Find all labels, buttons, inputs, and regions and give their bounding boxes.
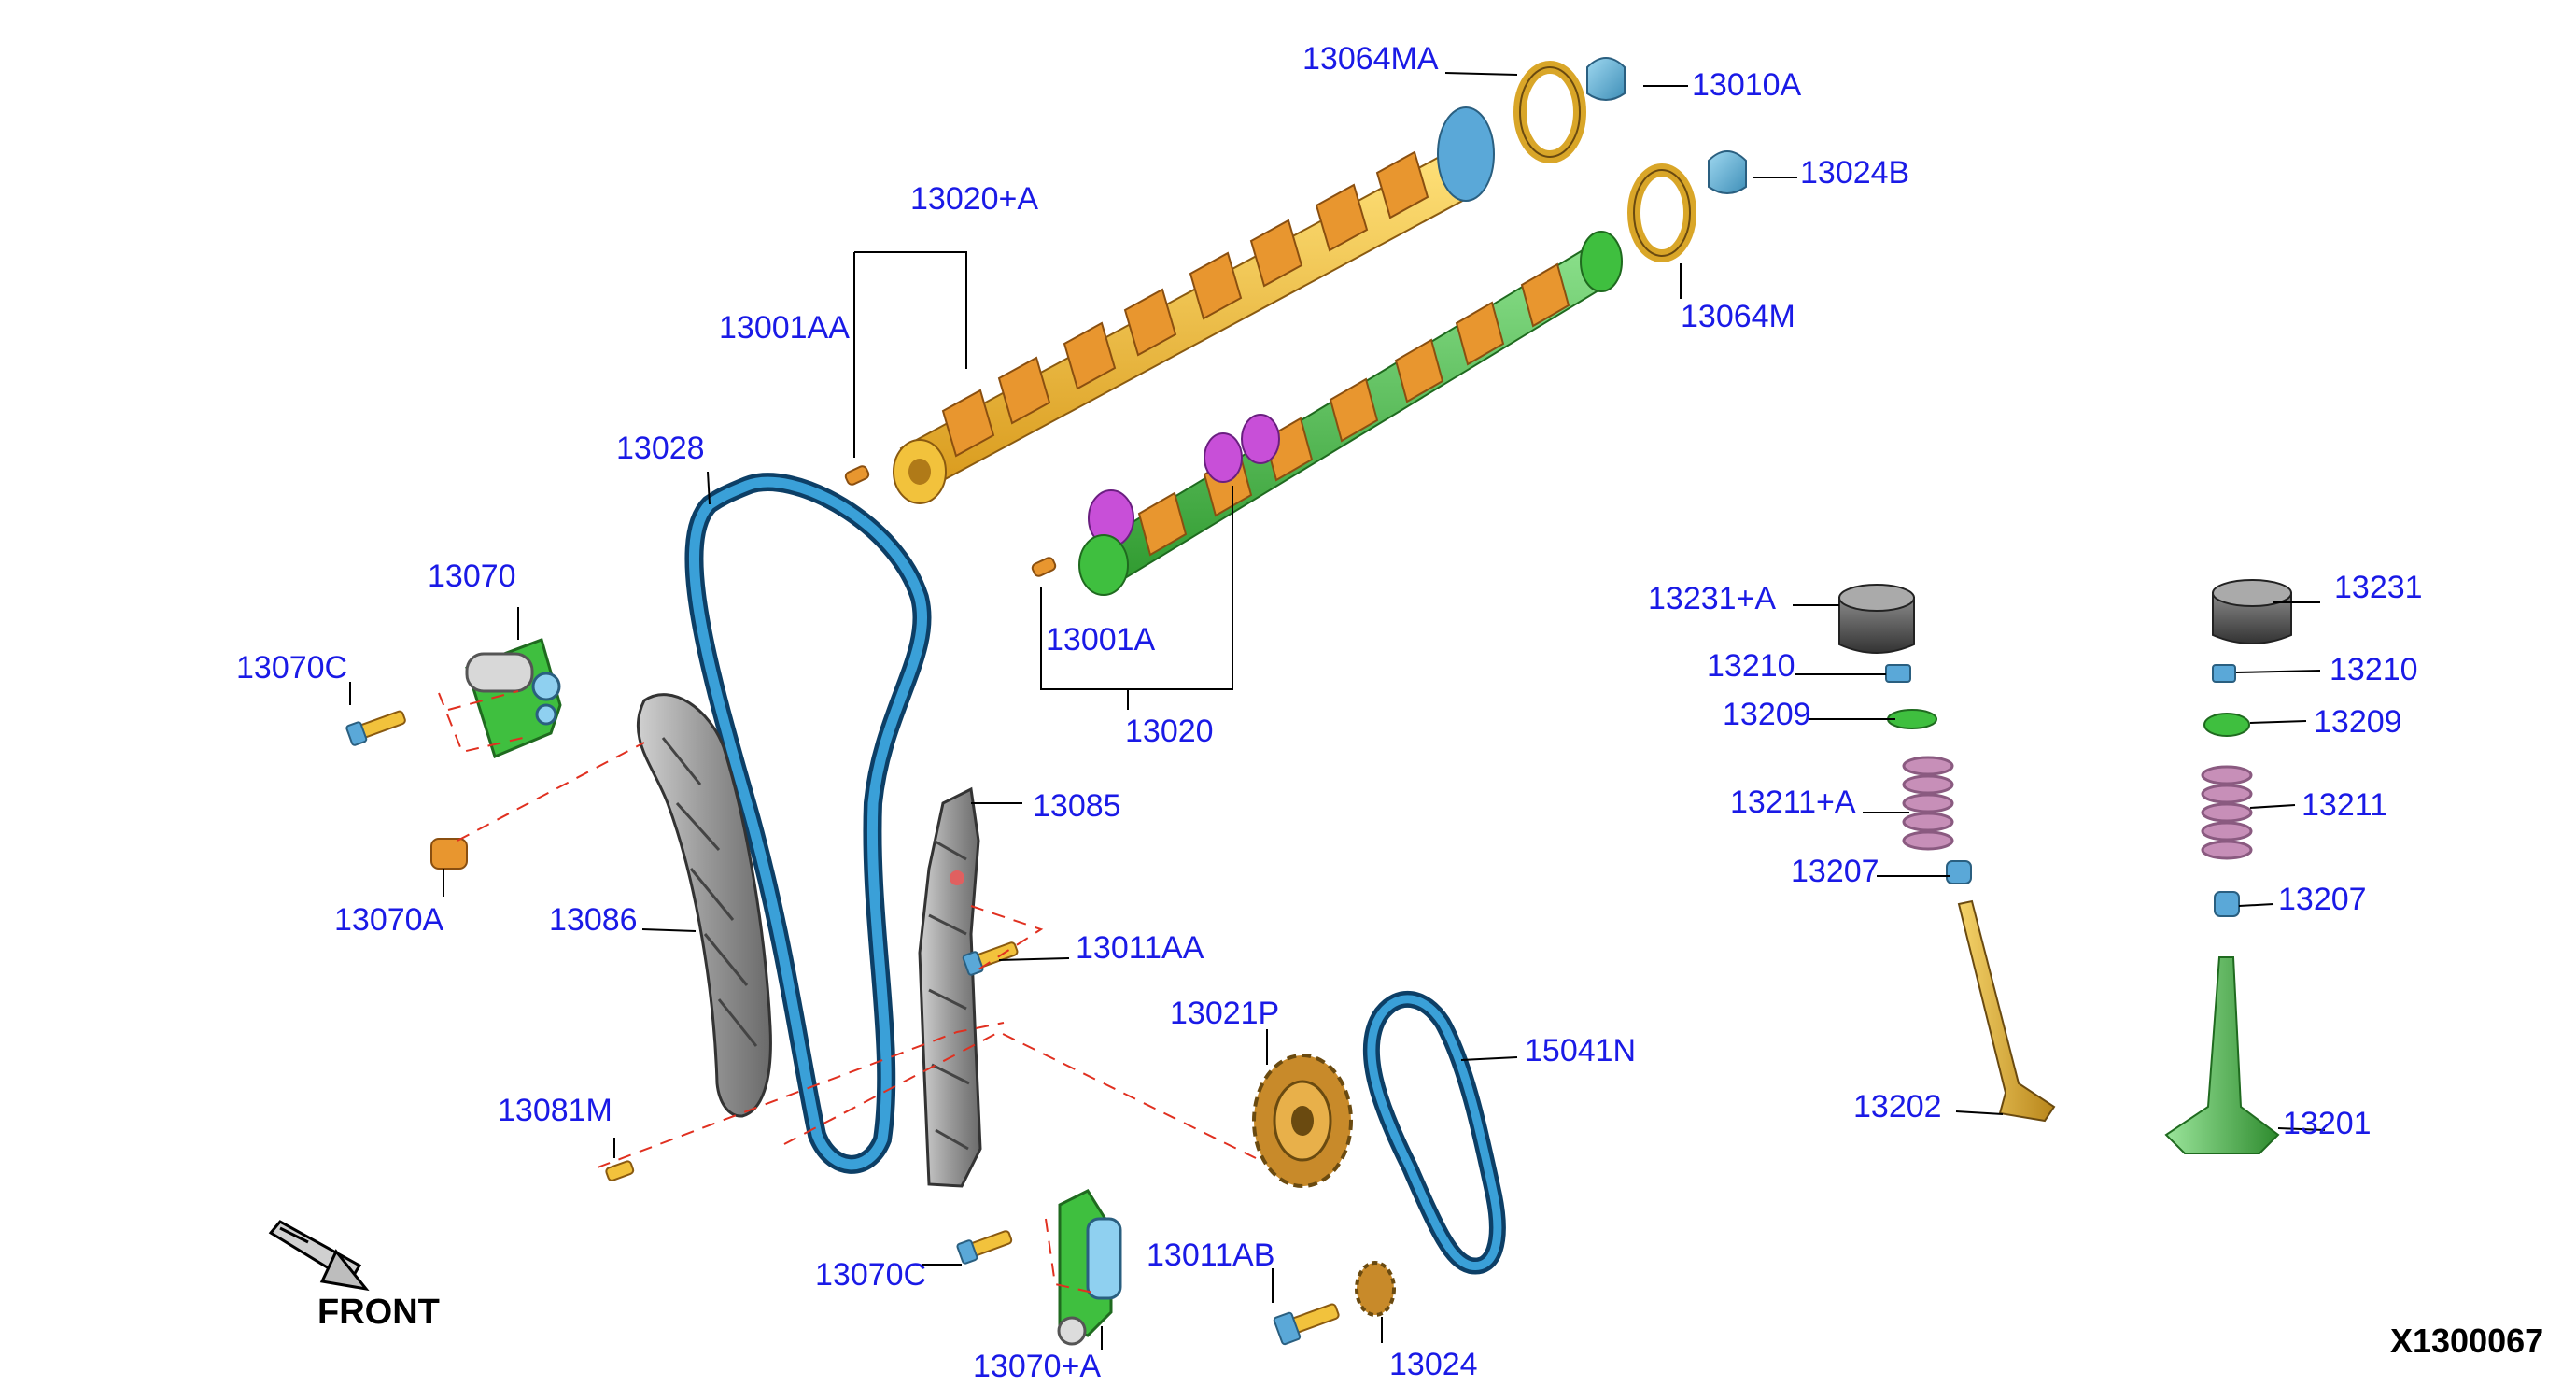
label-13211[interactable]: 13211 xyxy=(2302,787,2388,823)
timing-chain xyxy=(684,473,932,1174)
alignment-lines xyxy=(438,690,1257,1294)
bolts xyxy=(345,710,1340,1346)
label-13011AB[interactable]: 13011AB xyxy=(1147,1238,1275,1273)
label-13028[interactable]: 13028 xyxy=(616,431,705,466)
oil-pump-chain xyxy=(1362,990,1506,1275)
label-13207-right[interactable]: 13207 xyxy=(2278,882,2367,917)
label-13231-plus-a[interactable]: 13231+A xyxy=(1648,581,1777,616)
chain-guide-left xyxy=(636,693,772,1118)
front-arrow-icon xyxy=(268,1220,370,1292)
label-13207-left[interactable]: 13207 xyxy=(1791,854,1879,889)
label-13211-plus-a[interactable]: 13211+A xyxy=(1730,785,1856,820)
crank-sprocket xyxy=(1252,1054,1353,1188)
label-13210-right[interactable]: 13210 xyxy=(2330,652,2418,687)
label-13001A[interactable]: 13001A xyxy=(1046,622,1156,658)
label-13209-right[interactable]: 13209 xyxy=(2314,704,2402,740)
label-13070C-top[interactable]: 13070C xyxy=(236,650,348,686)
label-13021P[interactable]: 13021P xyxy=(1170,996,1280,1031)
label-13024B[interactable]: 13024B xyxy=(1800,155,1910,191)
label-13070A[interactable]: 13070A xyxy=(334,902,444,938)
label-13210-left[interactable]: 13210 xyxy=(1707,648,1795,684)
label-13024[interactable]: 13024 xyxy=(1389,1347,1478,1382)
valve-train-left xyxy=(1838,584,2056,1123)
drawing-code: X1300067 xyxy=(2390,1322,2544,1360)
label-13209-left[interactable]: 13209 xyxy=(1723,697,1811,732)
label-13231[interactable]: 13231 xyxy=(2334,570,2423,605)
label-13085[interactable]: 13085 xyxy=(1033,788,1121,824)
label-13020[interactable]: 13020 xyxy=(1125,714,1214,749)
label-13011AA[interactable]: 13011AA xyxy=(1076,930,1204,966)
label-13081M[interactable]: 13081M xyxy=(498,1093,612,1128)
chain-guide-right xyxy=(918,786,982,1188)
valve-train-right xyxy=(2164,579,2292,1154)
label-13064MA[interactable]: 13064MA xyxy=(1302,41,1439,77)
front-label: FRONT xyxy=(317,1293,440,1332)
label-13201[interactable]: 13201 xyxy=(2283,1106,2372,1141)
tensioner-bottom xyxy=(1057,1189,1122,1346)
label-13070-plus-a[interactable]: 13070+A xyxy=(973,1349,1102,1384)
label-15041N[interactable]: 15041N xyxy=(1525,1033,1637,1068)
tensioner-top xyxy=(465,638,562,759)
label-13070[interactable]: 13070 xyxy=(428,559,516,594)
label-13070C-bottom[interactable]: 13070C xyxy=(815,1257,927,1293)
label-13202[interactable]: 13202 xyxy=(1853,1089,1942,1124)
oil-pump-sprocket xyxy=(1355,1261,1396,1317)
intake-camshaft xyxy=(893,106,1495,504)
label-13020-plus-a[interactable]: 13020+A xyxy=(910,181,1039,217)
label-13010A[interactable]: 13010A xyxy=(1692,67,1802,103)
label-13064M[interactable]: 13064M xyxy=(1681,299,1795,334)
label-13001AA[interactable]: 13001AA xyxy=(719,310,850,346)
label-13086[interactable]: 13086 xyxy=(549,902,638,938)
leader-lines xyxy=(349,72,2326,1350)
dowel-pins xyxy=(844,465,1057,577)
exhaust-camshaft xyxy=(1078,231,1623,596)
cam-end-parts xyxy=(1513,57,1747,262)
